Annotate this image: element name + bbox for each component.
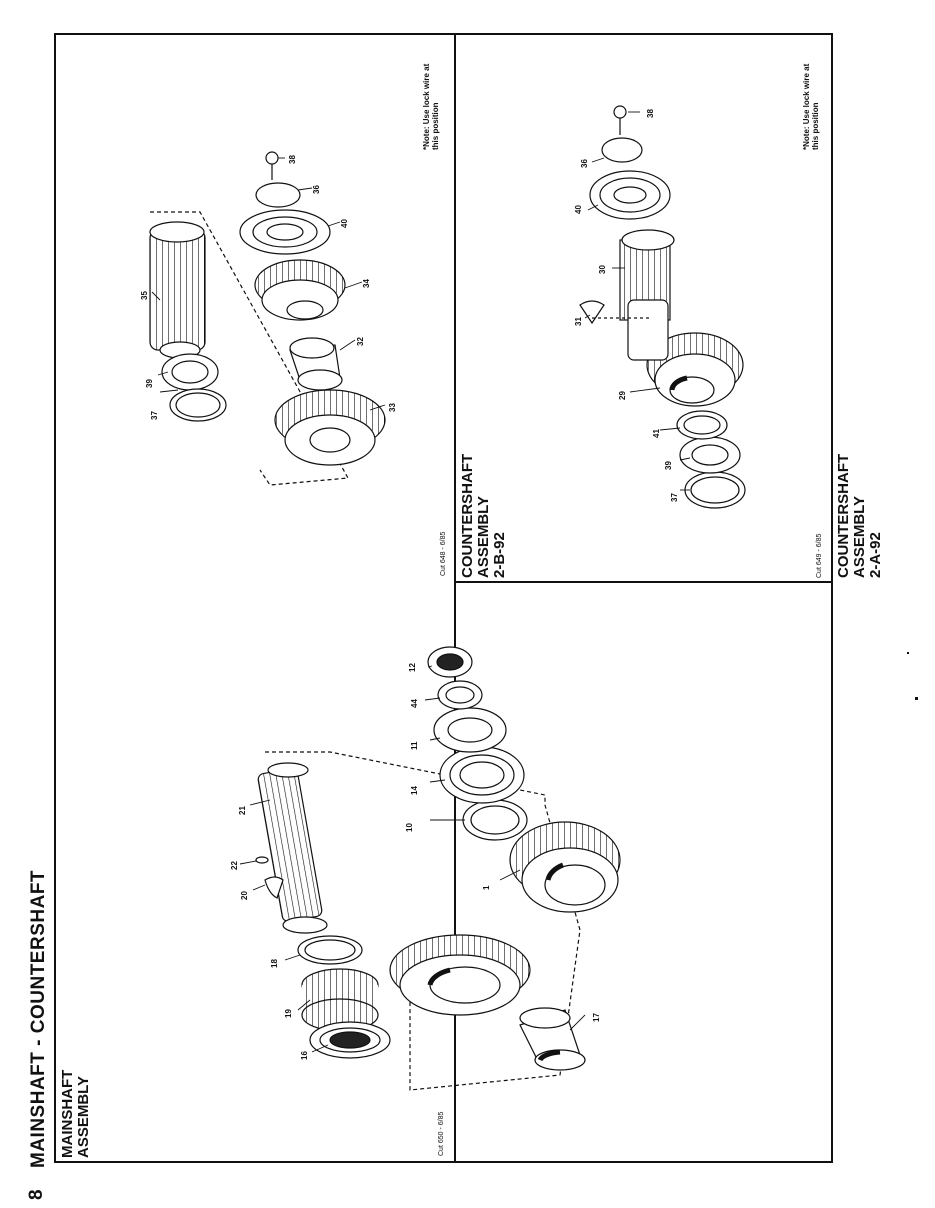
pin-part-22 <box>255 856 269 864</box>
bearing-part-16 <box>309 1021 391 1059</box>
bearing-part-14 <box>439 746 525 804</box>
part-number-label: 20 <box>240 891 249 900</box>
part-number-label: 33 <box>388 403 397 412</box>
part-number-label: 38 <box>288 155 297 164</box>
nut-part-12 <box>427 646 473 678</box>
gear-part-34 <box>254 259 346 321</box>
part-number-label: 10 <box>405 823 414 832</box>
part-number-label: 35 <box>140 291 149 300</box>
bearing-part-40 <box>589 170 671 220</box>
key-part-20 <box>264 876 284 899</box>
part-number-label: 39 <box>664 461 673 470</box>
countershaft-part-35 <box>149 221 206 359</box>
part-number-label: 17 <box>592 1013 601 1022</box>
bearing-part-39 <box>679 436 741 474</box>
part-number-label: 11 <box>410 741 419 750</box>
gear-part-1-lower <box>509 821 621 913</box>
part-number-label: 36 <box>312 185 321 194</box>
part-number-label: 16 <box>300 1051 309 1060</box>
part-number-label: 38 <box>646 109 655 118</box>
sleeve-part-32 <box>289 337 343 391</box>
part-number-label: 44 <box>410 699 419 708</box>
part-number-label: 18 <box>270 959 279 968</box>
scan-speck <box>915 697 918 700</box>
part-number-label: 34 <box>362 279 371 288</box>
mainshaft-drawing <box>239 646 621 1091</box>
part-number-label: 40 <box>574 205 583 214</box>
key-part-31 <box>579 300 605 325</box>
part-number-label: 36 <box>580 159 589 168</box>
countershaft-part-30 <box>619 229 675 361</box>
bearing-part-40 <box>239 209 331 255</box>
part-number-label: 37 <box>670 493 679 502</box>
cover-part-36 <box>255 182 301 208</box>
gear-part-29 <box>646 332 744 407</box>
gear-part-19 <box>301 968 379 1032</box>
part-number-label: 40 <box>340 219 349 228</box>
snap-ring-part-37 <box>684 471 746 509</box>
part-number-label: 19 <box>284 1009 293 1018</box>
cs2a-drawing <box>579 105 746 509</box>
part-number-label: 21 <box>238 806 247 815</box>
part-number-label: 39 <box>145 379 154 388</box>
part-number-label: 12 <box>408 663 417 672</box>
gear-part-33 <box>274 389 386 466</box>
part-number-label: 1 <box>482 885 491 890</box>
part-number-label: 37 <box>150 411 159 420</box>
part-number-label: 29 <box>618 391 627 400</box>
part-number-label: 22 <box>230 861 239 870</box>
bolt-part-38 <box>613 105 627 135</box>
part-number-label: 41 <box>652 429 661 438</box>
cs2b-drawing <box>149 151 386 486</box>
sleeve-part-17 <box>519 1007 586 1071</box>
part-number-label: 32 <box>356 337 365 346</box>
bolt-part-38 <box>265 151 279 180</box>
outer-border <box>54 33 833 1163</box>
part-number-label: 14 <box>410 786 419 795</box>
cover-part-36 <box>601 137 643 163</box>
part-number-label: 30 <box>598 265 607 274</box>
scan-speck <box>907 652 909 654</box>
bearing-part-39 <box>161 353 219 391</box>
gear-part-1-upper <box>389 934 531 1016</box>
part-number-label: 31 <box>574 317 583 326</box>
mainshaft-part-21 <box>257 762 328 934</box>
